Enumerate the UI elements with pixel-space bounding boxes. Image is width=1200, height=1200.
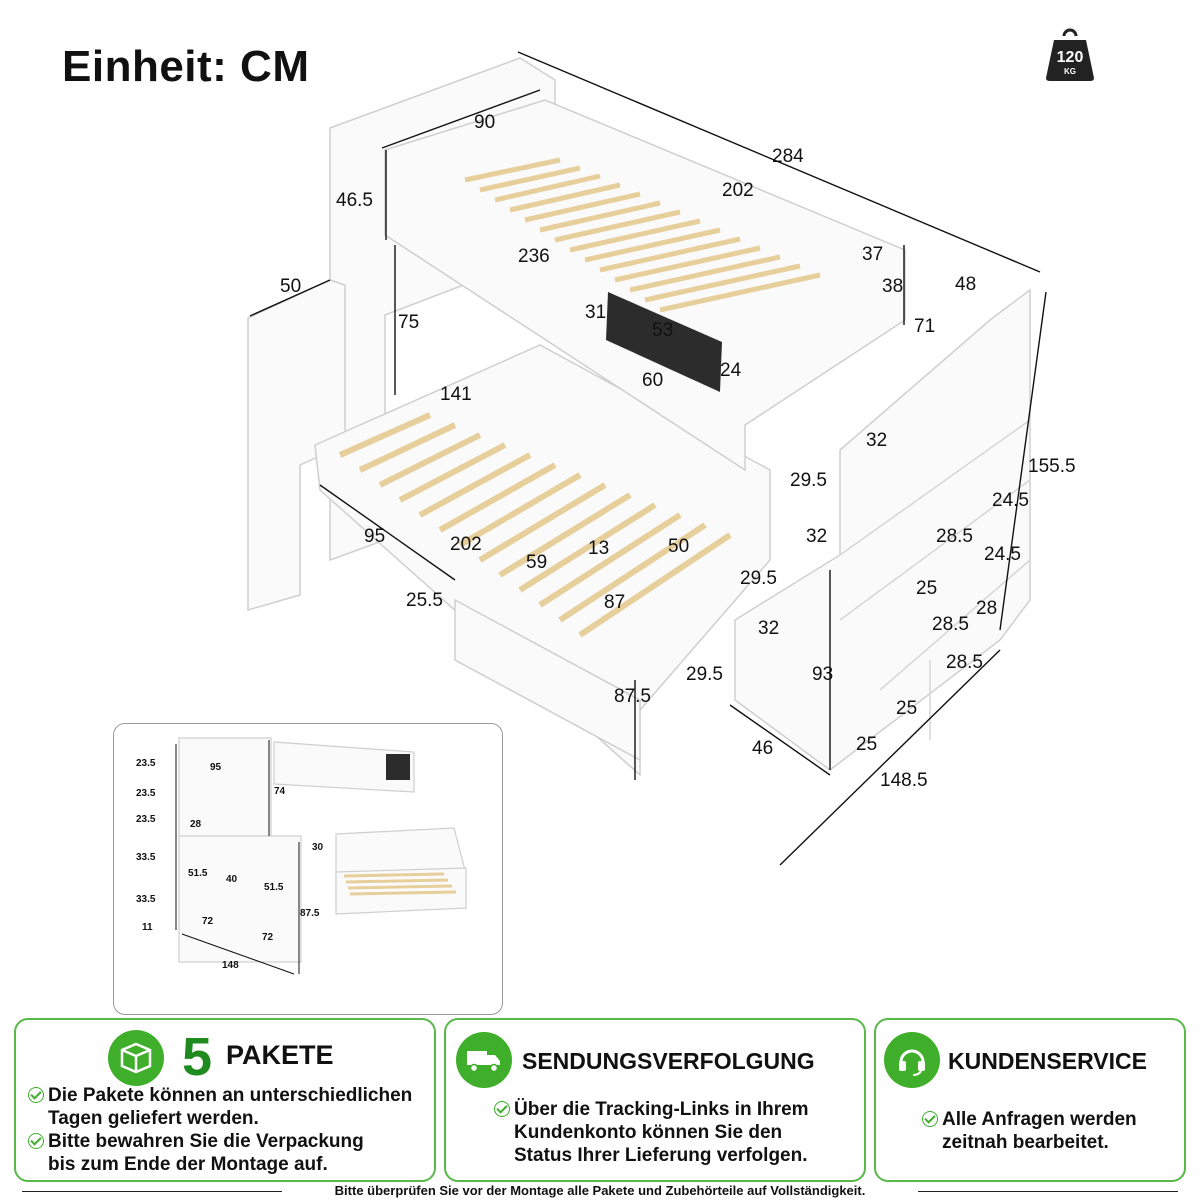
- dim-label: 29.5: [790, 470, 827, 491]
- dim-label: 59: [526, 552, 547, 573]
- dim-label: 90: [474, 112, 495, 133]
- inset-dim-label: 148: [222, 960, 239, 971]
- inset-dim-label: 72: [262, 932, 274, 943]
- tracking-card: SENDUNGSVERFOLGUNG Über die Tracking-Lin…: [444, 1018, 866, 1182]
- weight-unit: KG: [1064, 67, 1076, 76]
- dim-label: 46: [752, 738, 773, 759]
- info-cards: 5 PAKETE Die Pakete können an unterschie…: [14, 1018, 1186, 1182]
- dim-label: 60: [642, 370, 663, 391]
- dim-label: 202: [450, 534, 482, 555]
- dim-label: 32: [806, 526, 827, 547]
- dim-label: 25.5: [406, 590, 443, 611]
- headset-icon: [884, 1032, 940, 1088]
- inset-dim-label: 23.5: [136, 758, 156, 769]
- delivery-truck-icon: [456, 1032, 512, 1088]
- inset-dim-label: 51.5: [264, 882, 284, 893]
- dim-label: 29.5: [686, 664, 723, 685]
- footer-note: Bitte überprüfen Sie vor der Montage all…: [0, 1182, 1200, 1200]
- dim-label: 75: [398, 312, 419, 333]
- side-view-inset: 23.5 95 23.5 23.5 28 74 33.5 30 51.5 40 …: [113, 723, 503, 1015]
- dim-label: 148.5: [880, 770, 928, 791]
- check-icon: [28, 1087, 44, 1103]
- weight-value: 120: [1057, 49, 1084, 66]
- check-icon: [494, 1101, 510, 1117]
- packages-card: 5 PAKETE Die Pakete können an unterschie…: [14, 1018, 436, 1182]
- dim-label: 31: [585, 302, 606, 323]
- dim-label: 202: [722, 180, 754, 201]
- dim-label: 50: [668, 536, 689, 557]
- dim-label: 155.5: [1028, 456, 1076, 477]
- inset-dim-label: 95: [210, 762, 222, 773]
- dim-label: 32: [866, 430, 887, 451]
- dim-label: 25: [916, 578, 937, 599]
- dim-label: 284: [772, 146, 804, 167]
- dim-label: 28: [976, 598, 997, 619]
- weight-icon: 120 KG: [1044, 28, 1096, 82]
- dim-label: 87.5: [614, 686, 651, 707]
- dim-label: 24: [720, 360, 742, 381]
- package-count: 5: [182, 1027, 213, 1087]
- inset-dim-label: 23.5: [136, 788, 156, 799]
- dim-label: 95: [364, 526, 385, 547]
- inset-dim-label: 40: [226, 874, 238, 885]
- inset-dim-label: 11: [142, 922, 153, 933]
- packages-title: PAKETE: [226, 1040, 334, 1070]
- dim-label: 28.5: [936, 526, 973, 547]
- dim-label: 32: [758, 618, 779, 639]
- tracking-title: SENDUNGSVERFOLGUNG: [522, 1048, 815, 1074]
- dim-label: 37: [862, 244, 883, 265]
- dim-label: 25: [856, 734, 877, 755]
- check-icon: [28, 1133, 44, 1149]
- dim-label: 141: [440, 384, 472, 405]
- chalkboard-panel: [606, 292, 722, 392]
- inset-dim-label: 30: [312, 842, 324, 853]
- dim-label: 24.5: [992, 490, 1029, 511]
- packages-note-2: Bitte bewahren Sie die Verpackung bis zu…: [28, 1130, 364, 1176]
- dim-label: 28.5: [946, 652, 983, 673]
- inset-dim-label: 23.5: [136, 814, 156, 825]
- inset-dim-label: 87.5: [300, 908, 320, 919]
- dim-label: 71: [914, 316, 935, 337]
- dim-label: 24.5: [984, 544, 1021, 565]
- package-icon: [108, 1030, 164, 1086]
- customer-service-note: Alle Anfragen werden zeitnah bearbeitet.: [922, 1108, 1137, 1154]
- check-icon: [922, 1111, 938, 1127]
- inset-dim-label: 51.5: [188, 868, 208, 879]
- inset-dim-label: 33.5: [136, 852, 156, 863]
- dim-label: 13: [588, 538, 609, 559]
- customer-service-title: KUNDENSERVICE: [948, 1048, 1147, 1074]
- bunk-bed-dimension-drawing: 284 90 202 46.5 236 37 48 38 50 75 31 53…: [247, 51, 1076, 866]
- dim-label: 28.5: [932, 614, 969, 635]
- tracking-note: Über die Tracking-Links in Ihrem Kundenk…: [494, 1098, 809, 1167]
- dim-label: 38: [882, 276, 903, 297]
- customer-service-card: KUNDENSERVICE Alle Anfragen werden zeitn…: [874, 1018, 1186, 1182]
- dim-label: 46.5: [336, 190, 373, 211]
- inset-dim-label: 33.5: [136, 894, 156, 905]
- inset-dim-label: 72: [202, 916, 214, 927]
- dim-label: 48: [955, 274, 976, 295]
- inset-dim-label: 28: [190, 819, 202, 830]
- packages-note-1: Die Pakete können an unterschiedlichen T…: [28, 1084, 412, 1130]
- dim-label: 25: [896, 698, 917, 719]
- dim-label: 93: [812, 664, 833, 685]
- dim-label: 236: [518, 246, 550, 267]
- dim-label: 50: [280, 276, 301, 297]
- dim-label: 87: [604, 592, 625, 613]
- dim-label: 53: [652, 320, 673, 341]
- unit-title: Einheit: CM: [62, 42, 310, 91]
- dim-label: 29.5: [740, 568, 777, 589]
- inset-dim-label: 74: [274, 786, 286, 797]
